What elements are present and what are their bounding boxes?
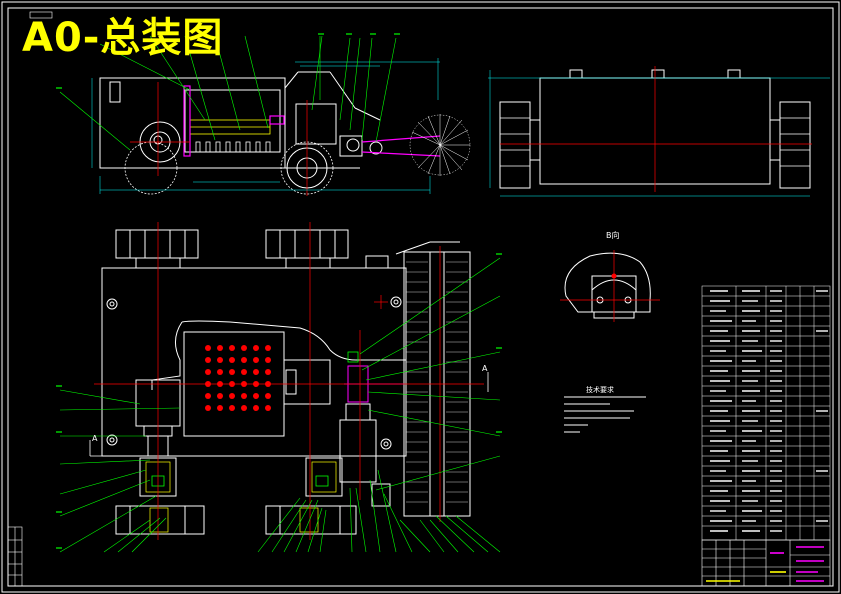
- binding-strip: [7, 526, 23, 587]
- drawing-title: A0-总装图: [22, 15, 224, 61]
- front-view: [59, 35, 471, 196]
- connector-grid: [205, 345, 271, 411]
- top-view: [59, 222, 501, 553]
- section-mark-a-left: A: [92, 434, 98, 443]
- title-block-text-strokes: [706, 546, 824, 582]
- section-mark-a-right: A: [482, 364, 488, 373]
- tech-notes-strokes: [564, 396, 646, 433]
- brush-head: [409, 114, 471, 176]
- parts-list-text-strokes: [710, 290, 828, 532]
- parts-list: [701, 285, 831, 541]
- drawing-code-box: [29, 11, 53, 19]
- title-block: [701, 539, 831, 587]
- section-b-label: B向: [606, 231, 620, 240]
- inner-border: [7, 7, 834, 587]
- technical-notes-title: 技术要求: [586, 386, 614, 394]
- section-b-view: [560, 250, 660, 322]
- balloon-number-marks: [56, 33, 502, 549]
- side-view: [488, 66, 830, 197]
